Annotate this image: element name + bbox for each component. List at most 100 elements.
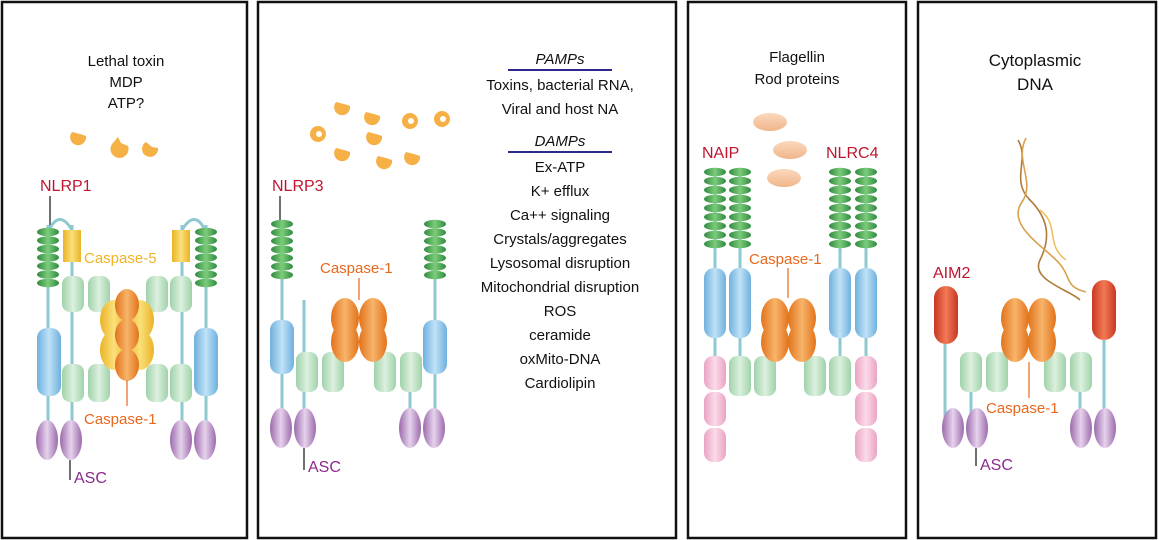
ligand-shape xyxy=(366,132,383,146)
lrr-repeat xyxy=(829,167,851,177)
damps-item: ROS xyxy=(544,303,577,320)
nlrp1-caspase5-label: Caspase-5 xyxy=(84,250,157,267)
lrr-repeat xyxy=(424,253,446,263)
ligand-shape xyxy=(376,156,393,170)
nlrp1-asc-label: ASC xyxy=(74,470,107,487)
nlrp1-nacht-upper xyxy=(62,276,192,312)
damps-header: DAMPs xyxy=(535,133,586,150)
naip-lrr-a xyxy=(704,167,726,249)
panel-aim2-frame xyxy=(916,0,1158,540)
lrr-repeat xyxy=(729,194,751,204)
lrr-repeat xyxy=(855,212,877,222)
lrr-repeat xyxy=(729,212,751,222)
lrr-repeat xyxy=(195,227,217,237)
nlrp1-lrr-left xyxy=(37,227,59,288)
aim2-label: AIM2 xyxy=(933,265,970,282)
ligand-shape xyxy=(404,152,421,166)
lrr-repeat xyxy=(271,262,293,271)
lrr-repeat xyxy=(271,228,293,237)
aim2-nacht xyxy=(960,352,1092,392)
damps-item: Crystals/aggregates xyxy=(493,231,626,248)
nlrp3-lrr-left xyxy=(271,219,293,280)
lrr-repeat xyxy=(195,236,217,245)
aim2-asc-label: ASC xyxy=(980,457,1013,474)
aim2-caspase1-label: Caspase-1 xyxy=(986,400,1059,417)
lrr-repeat xyxy=(855,221,877,231)
lrr-repeat xyxy=(37,236,59,245)
lrr-repeat xyxy=(704,185,726,195)
naip-lrr-b xyxy=(729,167,751,249)
lrr-repeat xyxy=(729,239,751,249)
pamps-item: Toxins, bacterial RNA, xyxy=(486,77,634,94)
flagellin-ligands xyxy=(753,113,807,187)
lrr-repeat xyxy=(704,239,726,249)
panel-nlrp3: NLRP3 Caspase-1 xyxy=(270,51,639,476)
ligand-shape xyxy=(110,137,129,158)
ligand-shape xyxy=(334,148,351,162)
nlrc4-caspase1 xyxy=(761,298,816,362)
lrr-repeat xyxy=(271,236,293,246)
lrr-repeat xyxy=(37,253,59,262)
nlrc4-lrr-b xyxy=(855,167,877,249)
aim2-hin-left xyxy=(934,286,958,344)
lrr-repeat xyxy=(829,176,851,186)
nlrp1-lrr-right xyxy=(195,227,217,288)
nlrp3-caspase1-label: Caspase-1 xyxy=(320,260,393,277)
nlrp1-stimulus-line-1: Lethal toxin xyxy=(88,53,165,70)
damps-item: Ca++ signaling xyxy=(510,207,610,224)
damps-item: Cardiolipin xyxy=(525,375,596,392)
lrr-repeat xyxy=(855,230,877,240)
nlrp3-asc xyxy=(270,408,445,448)
naip-label: NAIP xyxy=(702,145,739,162)
nlrc4-caspase1-label: Caspase-1 xyxy=(749,251,822,268)
lrr-repeat xyxy=(37,227,59,237)
dna-strands xyxy=(1017,137,1087,301)
nlrp1-fiind-left xyxy=(63,230,81,262)
lrr-repeat xyxy=(271,270,293,280)
nlrp1-stimulus-line-2: MDP xyxy=(109,74,142,91)
lrr-repeat xyxy=(829,185,851,195)
lrr-repeat xyxy=(424,270,446,280)
lrr-repeat xyxy=(729,203,751,213)
lrr-repeat xyxy=(271,253,293,263)
nlrc4-nacht xyxy=(729,356,851,396)
nlrp1-stimulus-line-3: ATP? xyxy=(108,95,144,112)
damps-item: Lysosomal disruption xyxy=(490,255,630,272)
damps-item: Mitochondrial disruption xyxy=(481,279,639,296)
lrr-repeat xyxy=(829,212,851,222)
nlrp3-caspase1 xyxy=(331,298,387,362)
lrr-repeat xyxy=(195,244,217,254)
damps-item: ceramide xyxy=(529,327,591,344)
aim2-stimulus-line-2: DNA xyxy=(1017,75,1054,94)
nlrc4-label: NLRC4 xyxy=(826,145,879,162)
lrr-repeat xyxy=(829,230,851,240)
nlrp3-nacht xyxy=(296,352,422,392)
lrr-repeat xyxy=(829,221,851,231)
pamps-item: Viral and host NA xyxy=(502,101,618,118)
damps-item: Ex-ATP xyxy=(535,159,586,176)
lrr-repeat xyxy=(704,194,726,204)
nlrp1-caspase-complex xyxy=(100,289,154,381)
lrr-repeat xyxy=(195,270,217,279)
lrr-repeat xyxy=(195,261,217,271)
nlrc4-lrr-a xyxy=(829,167,851,249)
nlrp3-asc-label: ASC xyxy=(308,459,341,476)
nlrp1-asc xyxy=(36,420,216,460)
lrr-repeat xyxy=(855,176,877,186)
lrr-repeat xyxy=(729,167,751,177)
lrr-repeat xyxy=(704,167,726,177)
lrr-repeat xyxy=(195,253,217,262)
nlrp3-label: NLRP3 xyxy=(272,178,324,195)
ligand-shape xyxy=(773,141,807,159)
lrr-repeat xyxy=(829,203,851,213)
lrr-repeat xyxy=(855,194,877,204)
ligand-shape xyxy=(767,169,801,187)
lrr-repeat xyxy=(424,262,446,271)
damps-item: oxMito-DNA xyxy=(520,351,601,368)
nlrp1-label: NLRP1 xyxy=(40,178,92,195)
nlrp1-ligands xyxy=(70,132,159,158)
nlrc4-blue xyxy=(704,268,877,338)
nlrc4-stimulus-line-1: Flagellin xyxy=(769,49,825,66)
